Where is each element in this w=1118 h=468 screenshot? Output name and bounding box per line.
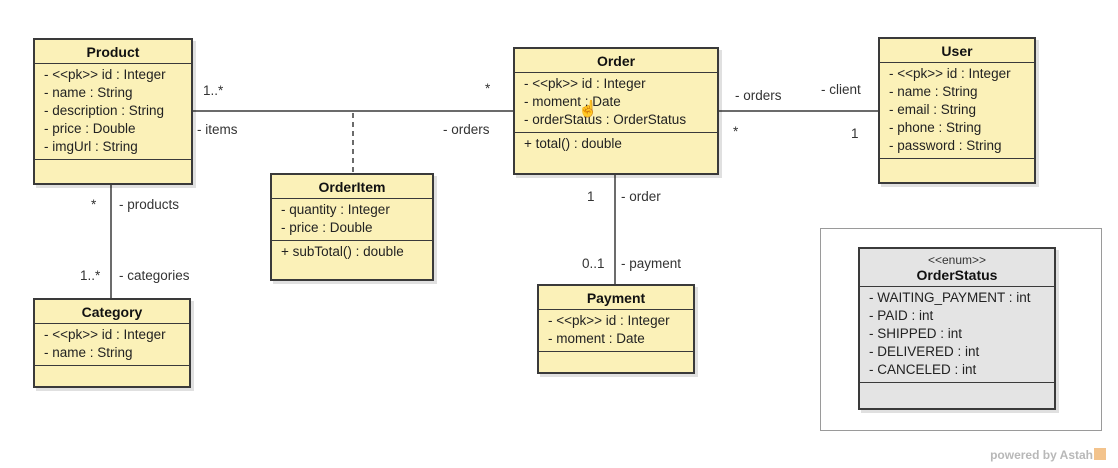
product-attr-description: - description : String	[44, 103, 165, 118]
product-class-name: Product	[35, 40, 191, 64]
powered-by-text: powered by Astah	[990, 448, 1093, 462]
hand-cursor-icon: ☝	[578, 101, 598, 118]
user-attr-phone: - phone : String	[889, 120, 982, 135]
product-category-product-multiplicity: *	[91, 197, 97, 212]
product-order-product-role: - items	[197, 122, 238, 137]
orderitem-class[interactable]: OrderItem - quantity : Integer - price :…	[270, 173, 434, 281]
orderstatus-stereotype: <<enum>>	[927, 253, 987, 267]
product-attributes: - <<pk>> id : Integer - name : String - …	[35, 64, 191, 160]
order-payment-order-multiplicity: 1	[587, 189, 595, 204]
orderstatus-enum-name: OrderStatus	[916, 267, 998, 283]
product-attr-name: - name : String	[44, 85, 133, 100]
product-attr-price: - price : Double	[44, 121, 136, 136]
category-class-name: Category	[35, 300, 189, 324]
product-category-product-role: - products	[119, 197, 180, 212]
order-op-total: + total() : double	[524, 136, 622, 151]
orderstatus-literal-canceled: - CANCELED : int	[869, 362, 977, 377]
payment-attr-moment: - moment : Date	[548, 331, 645, 346]
user-attr-name: - name : String	[889, 84, 978, 99]
orderitem-op-subtotal: + subTotal() : double	[281, 244, 404, 259]
powered-by-footer: powered by Astah	[990, 448, 1106, 462]
order-attr-id: - <<pk>> id : Integer	[524, 76, 646, 91]
order-user-user-multiplicity: 1	[851, 126, 859, 141]
order-payment-order-role: - order	[621, 189, 661, 204]
payment-attributes: - <<pk>> id : Integer - moment : Date	[539, 310, 693, 352]
category-class[interactable]: Category - <<pk>> id : Integer - name : …	[33, 298, 191, 388]
order-attr-orderstatus: - orderStatus : OrderStatus	[524, 112, 687, 127]
order-attr-moment: - moment : Date	[524, 94, 621, 109]
orderstatus-literals: - WAITING_PAYMENT : int - PAID : int - S…	[860, 287, 1054, 383]
orderitem-attributes: - quantity : Integer - price : Double	[272, 199, 432, 241]
orderitem-attr-price: - price : Double	[281, 220, 373, 235]
payment-class[interactable]: Payment - <<pk>> id : Integer - moment :…	[537, 284, 695, 374]
order-class-name: Order	[515, 49, 717, 73]
orderitem-operations: + subTotal() : double	[272, 241, 432, 264]
product-category-category-multiplicity: 1..*	[80, 268, 101, 283]
orderstatus-enum-header: <<enum>> OrderStatus	[860, 249, 1054, 287]
user-attr-id: - <<pk>> id : Integer	[889, 66, 1011, 81]
order-payment-payment-multiplicity: 0..1	[582, 256, 605, 271]
category-attributes: - <<pk>> id : Integer - name : String	[35, 324, 189, 366]
order-user-user-role: - client	[821, 82, 861, 97]
user-operations	[880, 159, 1034, 173]
product-order-order-role: - orders	[443, 122, 490, 137]
payment-class-name: Payment	[539, 286, 693, 310]
product-class[interactable]: Product - <<pk>> id : Integer - name : S…	[33, 38, 193, 185]
order-user-order-multiplicity: *	[733, 124, 739, 139]
product-order-order-multiplicity: *	[485, 81, 491, 96]
orderstatus-enum[interactable]: <<enum>> OrderStatus - WAITING_PAYMENT :…	[858, 247, 1056, 410]
category-operations	[35, 366, 189, 380]
product-category-category-role: - categories	[119, 268, 190, 283]
category-attr-name: - name : String	[44, 345, 133, 360]
orderstatus-literal-delivered: - DELIVERED : int	[869, 344, 980, 359]
order-user-order-role: - orders	[735, 88, 782, 103]
orderitem-attr-quantity: - quantity : Integer	[281, 202, 390, 217]
astah-logo-icon	[1094, 448, 1106, 460]
order-operations: + total() : double	[515, 133, 717, 156]
product-attr-id: - <<pk>> id : Integer	[44, 67, 166, 82]
order-payment-payment-role: - payment	[621, 256, 682, 271]
order-class[interactable]: Order - <<pk>> id : Integer - moment : D…	[513, 47, 719, 175]
orderstatus-literal-paid: - PAID : int	[869, 308, 934, 323]
category-attr-id: - <<pk>> id : Integer	[44, 327, 166, 342]
user-class-name: User	[880, 39, 1034, 63]
payment-operations	[539, 352, 693, 366]
orderitem-class-name: OrderItem	[272, 175, 432, 199]
order-attributes: - <<pk>> id : Integer - moment : Date - …	[515, 73, 717, 133]
user-attr-email: - email : String	[889, 102, 977, 117]
user-attributes: - <<pk>> id : Integer - name : String - …	[880, 63, 1034, 159]
orderstatus-operations	[860, 383, 1054, 397]
product-operations	[35, 160, 191, 174]
user-attr-password: - password : String	[889, 138, 1002, 153]
user-class[interactable]: User - <<pk>> id : Integer - name : Stri…	[878, 37, 1036, 184]
product-order-product-multiplicity: 1..*	[203, 83, 224, 98]
product-attr-imgurl: - imgUrl : String	[44, 139, 138, 154]
orderstatus-literal-waiting-payment: - WAITING_PAYMENT : int	[869, 290, 1031, 305]
orderstatus-literal-shipped: - SHIPPED : int	[869, 326, 963, 341]
payment-attr-id: - <<pk>> id : Integer	[548, 313, 670, 328]
